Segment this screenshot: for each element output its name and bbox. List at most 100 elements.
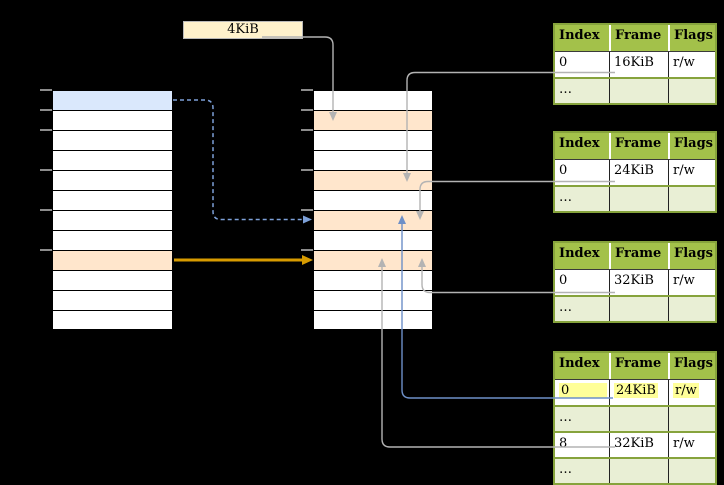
table-cell <box>668 297 715 321</box>
column-header: Index <box>559 136 600 151</box>
table-cell <box>609 79 668 103</box>
table-row: 0 24KiB r/w <box>555 379 715 405</box>
memory-row <box>314 211 432 231</box>
address-tick <box>301 249 313 251</box>
table-cell: … <box>559 82 572 97</box>
translation-dashed-arrow <box>173 99 312 224</box>
table-cell <box>609 459 668 483</box>
memory-row <box>314 131 432 151</box>
memory-row <box>314 311 432 329</box>
memory-row <box>314 171 432 191</box>
table-row: … <box>555 185 715 211</box>
memory-row <box>314 151 432 171</box>
memory-row <box>314 271 432 291</box>
address-tick <box>40 109 52 111</box>
address-tick <box>301 169 313 171</box>
memory-row <box>53 311 172 329</box>
address-tick <box>301 129 313 131</box>
address-tick <box>40 249 52 251</box>
column-header: Frame <box>609 133 668 159</box>
table-cell: r/w <box>668 433 715 457</box>
address-tick <box>40 169 52 171</box>
table-cell <box>668 79 715 103</box>
column-header: Frame <box>609 243 668 269</box>
memory-row <box>53 151 172 171</box>
column-header: Flags <box>668 243 715 269</box>
table-cell <box>609 297 668 321</box>
table-row: … <box>555 405 715 431</box>
physical-memory-column <box>313 90 433 330</box>
address-tick <box>301 209 313 211</box>
address-tick <box>40 89 52 91</box>
table-cell: … <box>559 462 572 477</box>
memory-row <box>314 231 432 251</box>
highlighted-value: 0 <box>559 383 607 398</box>
page-to-frame-orange-arrow <box>174 255 313 265</box>
column-header: Flags <box>668 25 715 51</box>
table-cell: 0 <box>559 163 568 178</box>
address-tick <box>301 89 313 91</box>
table-cell: 8 <box>559 436 568 451</box>
table-cell <box>668 407 715 431</box>
memory-row <box>53 91 172 111</box>
column-header: Index <box>559 246 600 261</box>
memory-row <box>314 91 432 111</box>
column-header: Frame <box>609 353 668 379</box>
table-cell <box>609 187 668 211</box>
table-cell: r/w <box>668 380 715 405</box>
memory-row <box>53 211 172 231</box>
memory-row <box>53 271 172 291</box>
address-tick <box>40 129 52 131</box>
column-header: Frame <box>609 25 668 51</box>
table-cell: … <box>559 410 572 425</box>
column-header: Flags <box>668 133 715 159</box>
memory-row <box>53 111 172 131</box>
memory-row <box>314 191 432 211</box>
table-row: … <box>555 457 715 483</box>
table-cell <box>668 459 715 483</box>
highlighted-value: r/w <box>673 383 699 398</box>
highlighted-value: 24KiB <box>614 383 658 398</box>
address-tick <box>301 109 313 111</box>
table-cell: 0 <box>555 380 609 405</box>
table-cell <box>609 407 668 431</box>
memory-row <box>53 191 172 211</box>
table-cell: r/w <box>668 270 715 295</box>
table-cell: 0 <box>559 55 568 70</box>
address-ticks-physical <box>301 0 314 482</box>
virtual-memory-column <box>52 90 173 330</box>
table-cell: 32KiB <box>609 433 668 457</box>
table-cell: 16KiB <box>609 52 668 77</box>
table-row: … <box>555 295 715 321</box>
table-cell <box>668 187 715 211</box>
address-tick <box>40 209 52 211</box>
column-header: Flags <box>668 353 715 379</box>
memory-row <box>53 171 172 191</box>
memory-row <box>314 291 432 311</box>
memory-row <box>53 291 172 311</box>
memory-row <box>53 231 172 251</box>
table-cell: … <box>559 190 572 205</box>
table-cell: 32KiB <box>609 270 668 295</box>
column-header: Index <box>559 356 600 371</box>
memory-row <box>53 131 172 151</box>
address-ticks-virtual <box>40 0 53 482</box>
table-cell: 24KiB <box>609 380 668 405</box>
memory-row <box>314 111 432 131</box>
frame-size-label: 4KiB <box>183 21 303 39</box>
memory-row <box>53 251 172 271</box>
table-cell: r/w <box>668 52 715 77</box>
table-cell: 24KiB <box>609 160 668 185</box>
